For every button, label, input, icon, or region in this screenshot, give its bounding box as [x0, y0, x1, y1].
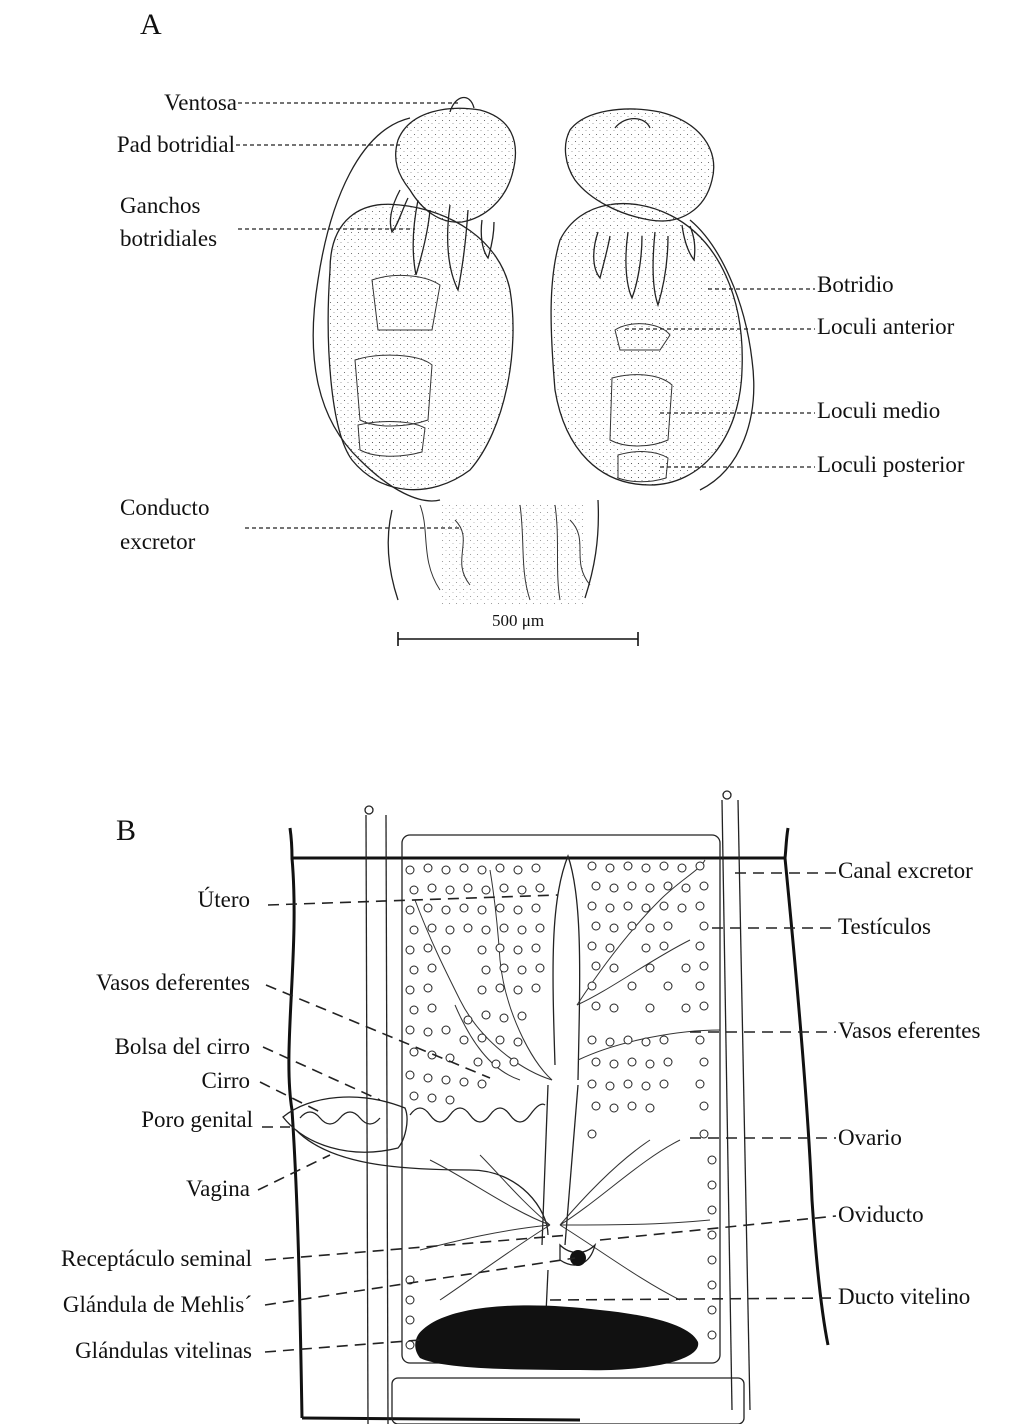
- label-conducto-line1: Conducto: [120, 495, 209, 520]
- label-glandulas-vitelinas: Glándulas vitelinas: [75, 1338, 252, 1363]
- label-ganchos-line1: Ganchos: [120, 193, 201, 218]
- label-oviducto: Oviducto: [838, 1202, 924, 1227]
- label-loculi-medio: Loculi medio: [817, 398, 940, 423]
- label-cirro: Cirro: [201, 1068, 250, 1093]
- label-vasos-eferentes: Vasos eferentes: [838, 1018, 980, 1043]
- leader-glandulas-vitelinas: [265, 1340, 420, 1352]
- label-vagina: Vagina: [186, 1176, 250, 1201]
- label-ducto-vitelino: Ducto vitelino: [838, 1284, 970, 1309]
- label-vasos-deferentes: Vasos deferentes: [96, 970, 250, 995]
- label-loculi-anterior: Loculi anterior: [817, 314, 955, 339]
- label-testiculos: Testículos: [838, 914, 931, 939]
- label-bolsa-del-cirro: Bolsa del cirro: [115, 1034, 250, 1059]
- proglottid-drawing: [283, 791, 828, 1424]
- label-receptaculo-seminal: Receptáculo seminal: [61, 1246, 252, 1271]
- leader-utero: [268, 895, 558, 905]
- label-pad-botridial: Pad botridial: [117, 132, 235, 157]
- leader-glandula-mehlis: [265, 1258, 575, 1305]
- panel-a-letter: A: [140, 8, 162, 41]
- label-conducto-line2: excretor: [120, 529, 196, 554]
- leader-ducto-vitelino: [550, 1298, 836, 1300]
- label-glandula-mehlis: Glándula de Mehlis´: [63, 1292, 252, 1317]
- leader-receptaculo-seminal: [265, 1235, 570, 1260]
- label-poro-genital: Poro genital: [141, 1107, 253, 1132]
- label-canal-excretor: Canal excretor: [838, 858, 973, 883]
- scolex-drawing: [313, 97, 754, 605]
- label-ganchos-line2: botridiales: [120, 226, 217, 251]
- label-ventosa: Ventosa: [164, 90, 237, 115]
- label-ovario: Ovario: [838, 1125, 902, 1150]
- scale-bar-label: 500 μm: [492, 611, 544, 630]
- leader-oviducto: [600, 1216, 836, 1240]
- panel-b-letter: B: [116, 814, 136, 847]
- label-botridio: Botridio: [817, 272, 894, 297]
- scale-bar: 500 μm: [398, 611, 638, 646]
- label-loculi-posterior: Loculi posterior: [817, 452, 965, 477]
- label-utero: Útero: [198, 886, 250, 912]
